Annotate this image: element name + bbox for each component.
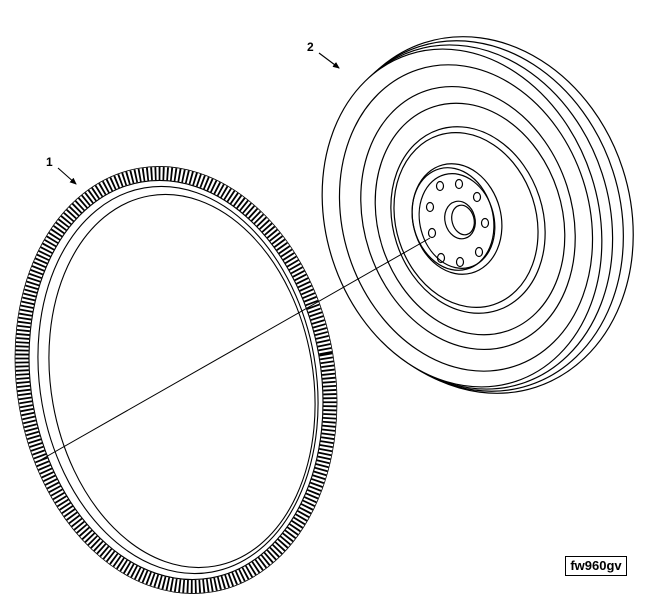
callout-2-arrow (318, 52, 340, 69)
callout-1-arrow (57, 167, 77, 185)
figure-id-label: fw960gv (565, 556, 627, 576)
bolt-holes (425, 178, 490, 268)
ring-gear-drawing (14, 166, 338, 594)
flywheel-drawing (321, 36, 634, 394)
callout-1-label: 1 (46, 155, 53, 169)
callout-2-label: 2 (307, 40, 314, 54)
center-axis-line (36, 237, 431, 463)
